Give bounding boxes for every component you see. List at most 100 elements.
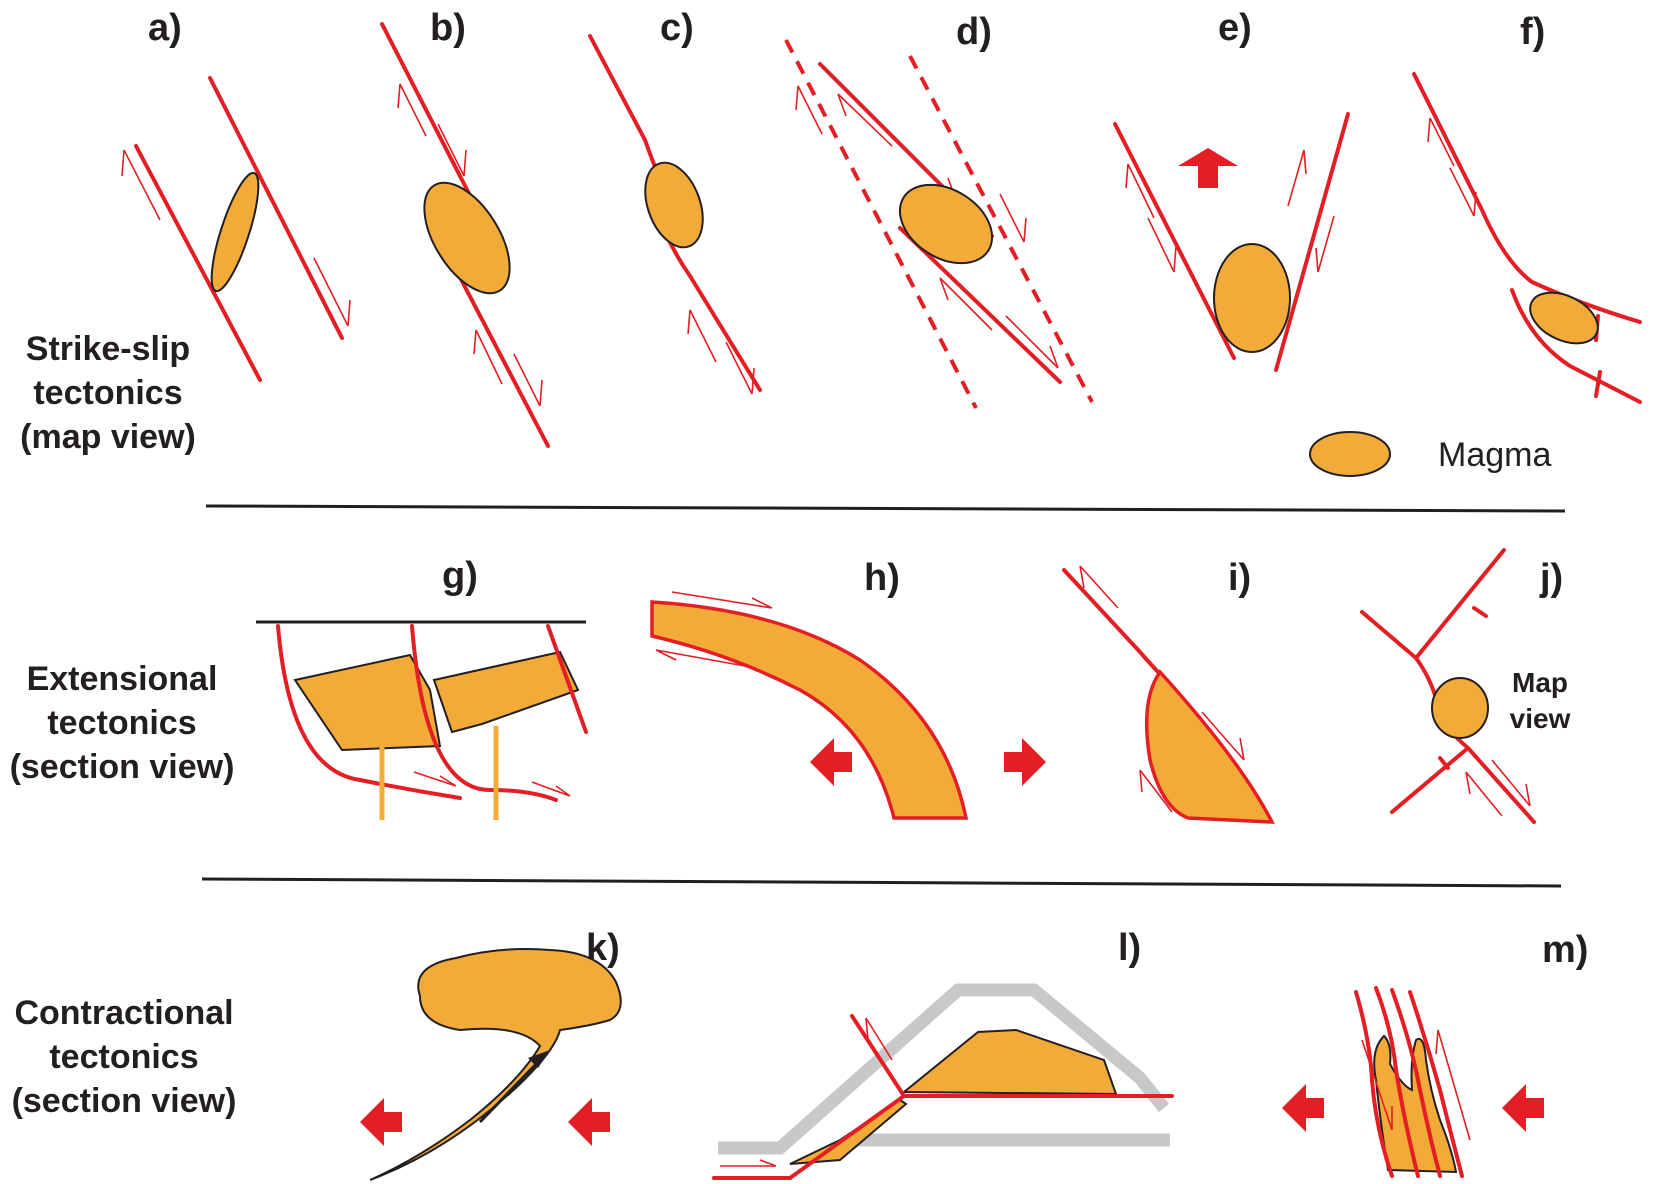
fault-line bbox=[1390, 746, 1470, 814]
panel-label-g: g) bbox=[442, 555, 478, 597]
fault-line bbox=[1374, 986, 1420, 1178]
magma-body bbox=[1144, 669, 1275, 824]
fault-line bbox=[208, 76, 344, 340]
magma-body bbox=[1431, 677, 1489, 739]
legend-magma-label: Magma bbox=[1438, 436, 1551, 474]
slip-arrow bbox=[999, 193, 1027, 243]
panel-m bbox=[1282, 986, 1544, 1178]
legend-magma-swatch bbox=[1309, 431, 1391, 477]
slip-arrow bbox=[939, 277, 993, 331]
fault-line bbox=[1354, 990, 1394, 1178]
row-separator-1 bbox=[205, 504, 1566, 513]
panel-label-d: d) bbox=[956, 11, 992, 53]
fault-line bbox=[546, 624, 588, 734]
magma-body bbox=[644, 161, 704, 249]
row-separator-2 bbox=[201, 877, 1562, 888]
panel-label-i: i) bbox=[1228, 557, 1251, 599]
dashed-fault bbox=[908, 55, 1094, 403]
fault-line bbox=[1414, 548, 1506, 660]
panel-l bbox=[712, 983, 1174, 1180]
panel-label-a: a) bbox=[148, 7, 182, 49]
fault-line bbox=[663, 230, 762, 392]
panel-j: Map view bbox=[1360, 548, 1571, 824]
slip-arrow bbox=[687, 309, 717, 363]
fault-line bbox=[850, 1014, 906, 1098]
panel-a bbox=[121, 76, 351, 382]
magma-body bbox=[1373, 1034, 1458, 1174]
panel-i bbox=[1062, 565, 1275, 824]
magma-body bbox=[898, 183, 994, 265]
row-label-line-2: tectonics bbox=[33, 374, 182, 412]
slip-arrow bbox=[437, 123, 467, 177]
intrusion-arrow bbox=[478, 1058, 542, 1124]
fault-line bbox=[588, 34, 660, 176]
map-view-note-line-1: Map bbox=[1512, 667, 1568, 698]
slip-arrow bbox=[1005, 315, 1059, 369]
panel-b bbox=[380, 22, 550, 448]
slip-arrow bbox=[1449, 167, 1477, 217]
panel-c bbox=[588, 34, 762, 395]
strata-layer bbox=[718, 983, 1170, 1155]
slip-arrow bbox=[473, 329, 503, 385]
row-label-contractional: Contractional tectonics (section view) bbox=[12, 994, 237, 1120]
panel-k bbox=[360, 948, 622, 1181]
slip-arrow bbox=[1125, 163, 1155, 219]
slip-arrow bbox=[1287, 149, 1307, 207]
magma-laccolith bbox=[901, 1028, 1118, 1096]
magma-body bbox=[369, 948, 622, 1181]
slip-arrow bbox=[1491, 759, 1531, 807]
slip-arrow bbox=[1427, 117, 1455, 167]
row-label-line-1: Strike-slip bbox=[26, 330, 190, 368]
slip-arrow bbox=[1361, 1039, 1393, 1131]
panel-label-m: m) bbox=[1542, 929, 1588, 971]
row-label-line-3: (section view) bbox=[10, 748, 235, 786]
panel-label-c: c) bbox=[660, 7, 694, 49]
fault-line bbox=[1360, 610, 1440, 708]
fault-line bbox=[898, 226, 1062, 384]
panel-label-h: h) bbox=[864, 557, 900, 599]
magma-body bbox=[1529, 291, 1599, 345]
compression-arrow bbox=[1502, 1084, 1544, 1132]
magma-sill bbox=[293, 653, 442, 752]
panel-label-b: b) bbox=[430, 7, 466, 49]
row-label-line-2: tectonics bbox=[49, 1038, 198, 1076]
slip-arrow bbox=[655, 649, 757, 669]
dashed-fault bbox=[784, 39, 978, 409]
panel-g bbox=[256, 620, 588, 820]
slip-arrow bbox=[1147, 217, 1177, 273]
panel-label-e: e) bbox=[1218, 7, 1252, 49]
magma-body bbox=[423, 181, 511, 295]
fault-line bbox=[788, 1094, 906, 1180]
slip-arrow bbox=[413, 771, 457, 787]
row-label-line-2: tectonics bbox=[47, 704, 196, 742]
magma-body bbox=[210, 171, 260, 293]
slip-arrow bbox=[725, 341, 755, 395]
slip-arrow bbox=[531, 781, 571, 797]
compression-arrow bbox=[360, 1098, 402, 1146]
compression-arrow bbox=[568, 1098, 610, 1146]
fault-line bbox=[134, 144, 262, 382]
panel-e bbox=[1113, 112, 1350, 372]
slip-arrow bbox=[1465, 771, 1503, 817]
panel-d bbox=[784, 39, 1094, 409]
map-view-note-line-2: view bbox=[1510, 703, 1571, 734]
extension-arrow bbox=[810, 738, 852, 786]
slip-arrow bbox=[865, 1017, 893, 1061]
slip-arrow bbox=[313, 257, 351, 327]
fault-line bbox=[1390, 988, 1442, 1178]
row-label-strike-slip: Strike-slip tectonics (map view) bbox=[20, 330, 196, 456]
slip-arrow bbox=[1435, 1029, 1471, 1141]
slip-arrow bbox=[1139, 769, 1173, 813]
row-label-line-1: Extensional bbox=[27, 660, 218, 698]
slip-arrow bbox=[1315, 215, 1335, 273]
magma-body bbox=[1213, 243, 1291, 353]
slip-arrow bbox=[1201, 711, 1245, 761]
fault-line bbox=[1274, 112, 1350, 372]
compression-arrow bbox=[1282, 1084, 1324, 1132]
intrusion-arrow-head bbox=[528, 1050, 550, 1068]
slip-arrow bbox=[1079, 565, 1119, 609]
row-label-line-3: (section view) bbox=[12, 1082, 237, 1120]
row-label-line-3: (map view) bbox=[20, 418, 196, 456]
extension-arrow bbox=[1004, 738, 1046, 786]
